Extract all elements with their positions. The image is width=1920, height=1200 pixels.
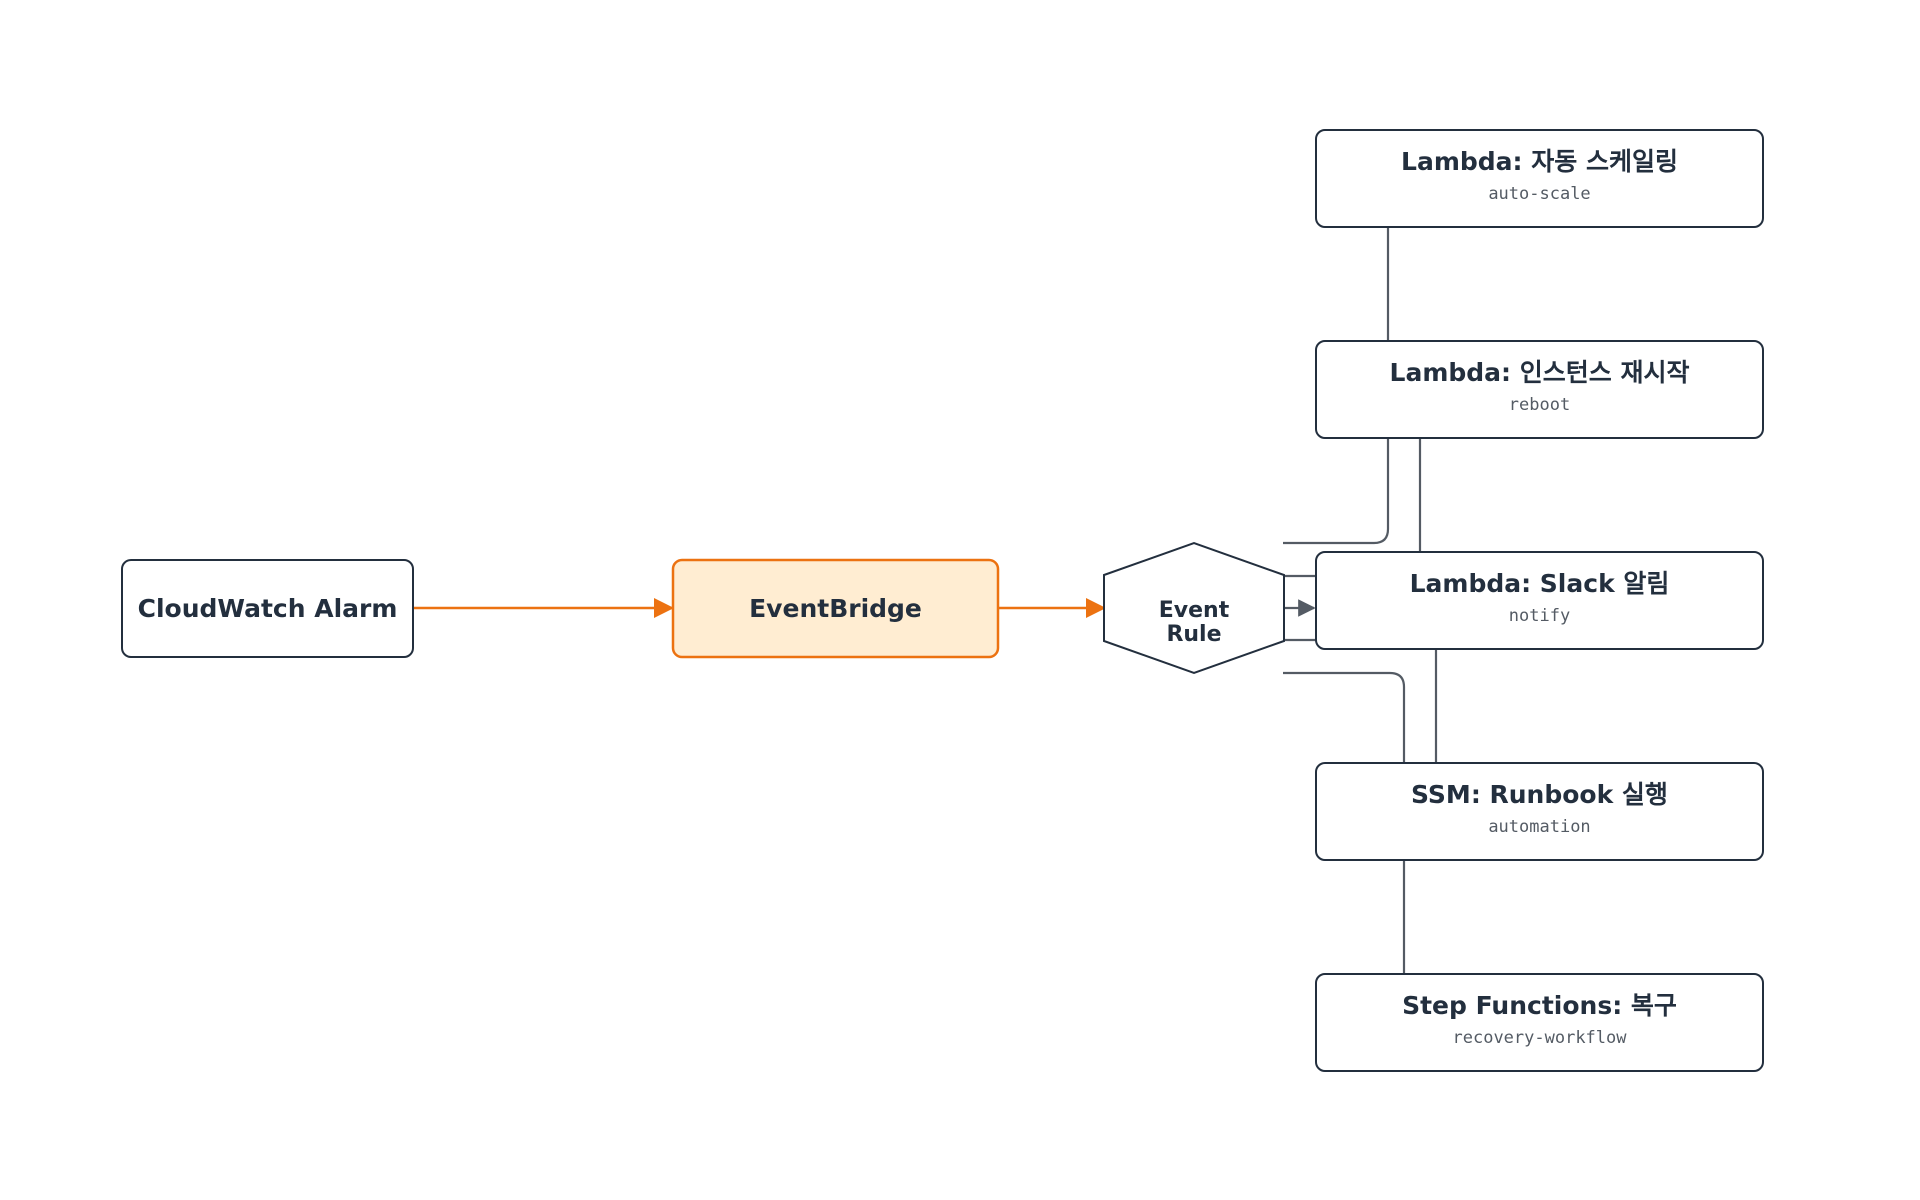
eventbridge-node[interactable]: EventBridge <box>671 558 1000 659</box>
target-subtitle: recovery-workflow <box>1453 1028 1628 1048</box>
target-node-reboot[interactable]: Lambda: 인스턴스 재시작 reboot <box>1315 340 1764 439</box>
target-subtitle: notify <box>1509 606 1570 626</box>
target-title: Step Functions: 복구 <box>1402 991 1677 1020</box>
event-rule-node[interactable]: Event Rule <box>1103 541 1285 675</box>
cloudwatch-alarm-node[interactable]: CloudWatch Alarm <box>121 559 414 658</box>
edges <box>413 228 1438 973</box>
edge-rule-to-ssm <box>1283 671 1406 762</box>
target-subtitle: reboot <box>1509 395 1570 415</box>
target-title: Lambda: 인스턴스 재시작 <box>1390 358 1690 387</box>
event-rule-label-line2: Rule <box>1166 622 1221 647</box>
target-subtitle: automation <box>1488 817 1590 837</box>
edge-rule-to-reboot <box>1283 438 1390 545</box>
target-node-ssm[interactable]: SSM: Runbook 실행 automation <box>1315 762 1764 861</box>
cloudwatch-alarm-title: CloudWatch Alarm <box>138 594 398 623</box>
target-node-stepfunctions[interactable]: Step Functions: 복구 recovery-workflow <box>1315 973 1764 1072</box>
target-node-autoscale[interactable]: Lambda: 자동 스케일링 auto-scale <box>1315 129 1764 228</box>
target-subtitle: auto-scale <box>1488 184 1590 204</box>
eventbridge-title: EventBridge <box>749 594 922 623</box>
target-title: Lambda: 자동 스케일링 <box>1401 147 1678 176</box>
target-title: SSM: Runbook 실행 <box>1411 780 1668 809</box>
target-title: Lambda: Slack 알림 <box>1410 569 1670 598</box>
target-node-notify[interactable]: Lambda: Slack 알림 notify <box>1315 551 1764 650</box>
event-rule-label-line1: Event <box>1159 598 1230 623</box>
